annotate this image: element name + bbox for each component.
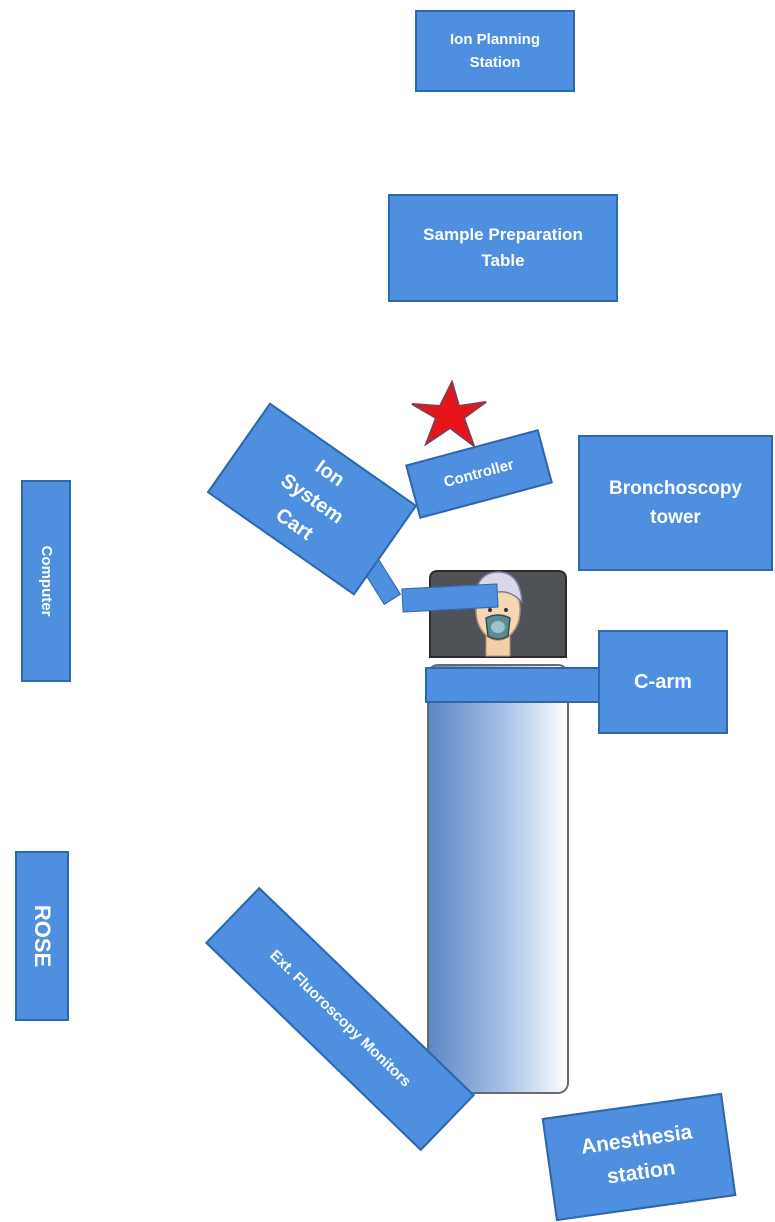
rose: ROSE — [15, 851, 69, 1021]
ion-system-cart-label: Ion System Cart — [271, 455, 349, 545]
c-arm-label: C-arm — [634, 670, 692, 693]
star-icon — [411, 380, 487, 449]
bronchoscopy-tower-label: Bronchoscopy tower — [608, 477, 743, 528]
computer: Computer — [21, 480, 71, 682]
rose-label: ROSE — [30, 904, 56, 968]
ion-planning-station-label: Ion Planning Station — [450, 30, 540, 71]
robot-arm-segment — [401, 583, 499, 613]
ext-fluoroscopy-monitors-label: Ext. Fluoroscopy Monitors — [266, 947, 415, 1091]
computer-label: Computer — [37, 545, 55, 617]
anesthesia-station: Anesthesia station — [541, 1092, 737, 1222]
sample-preparation-table: Sample Preparation Table — [388, 194, 618, 302]
controller-label: Controller — [442, 456, 516, 492]
c-arm-bar — [425, 667, 603, 703]
ion-planning-station: Ion Planning Station — [415, 10, 575, 92]
c-arm: C-arm — [598, 630, 728, 734]
anesthesia-station-label: Anesthesia station — [579, 1120, 694, 1189]
bronchoscopy-tower: Bronchoscopy tower — [578, 435, 773, 571]
patient-head-icon — [473, 571, 523, 657]
sample-preparation-table-label: Sample Preparation Table — [423, 224, 583, 270]
ion-system-cart: Ion System Cart — [206, 402, 418, 596]
